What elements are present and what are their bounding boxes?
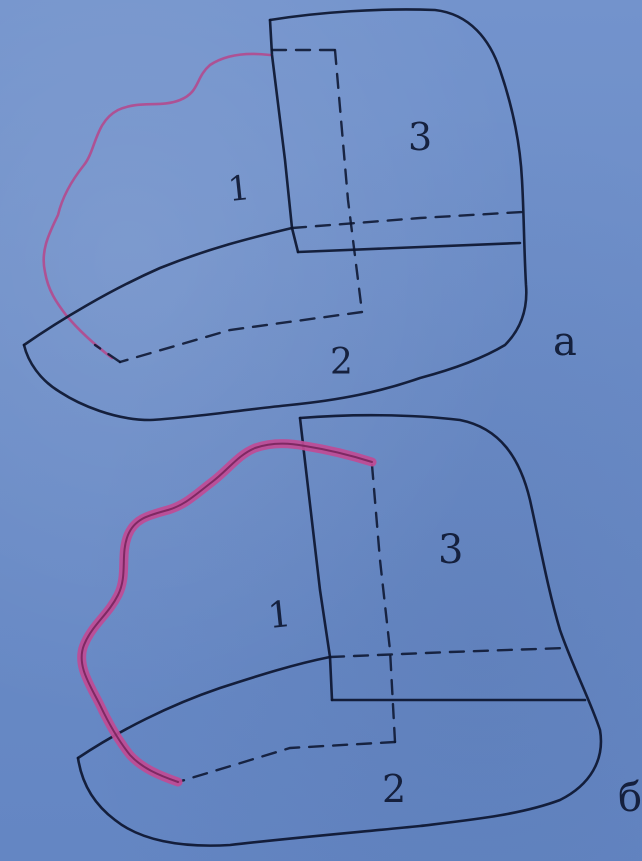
figure-b-dashed-bottom <box>178 742 395 782</box>
figure-a-region-3-label: 3 <box>408 118 432 156</box>
figure-a-dashed-rect-left <box>95 345 120 362</box>
figure-b <box>78 415 601 845</box>
figure-b-outer-boundary <box>78 415 601 845</box>
figure-b-region-1-label: 1 <box>266 597 293 635</box>
figure-b-highlighted-edge <box>82 444 372 782</box>
figure-b-panel-label: б <box>618 778 642 818</box>
figure-b-dashed-horizontal <box>330 648 565 657</box>
figure-a-dashed-rect-right <box>335 50 362 312</box>
figure-a-region2-left-edge <box>24 228 292 345</box>
figure-b-region-3-label: 3 <box>438 530 463 570</box>
figure-a-dashed-horizontal <box>292 212 522 228</box>
figure-a-panel-label: a <box>553 322 577 362</box>
figure-a-region-2-label: 2 <box>330 345 353 381</box>
figure-a-dashed-rect-bottom <box>120 312 362 362</box>
figure-b-region-2-label: 2 <box>382 770 406 808</box>
figure-a <box>24 9 526 420</box>
figure-a-region-1-label: 1 <box>226 171 251 207</box>
figure-a-region3-bottom-edge <box>298 243 520 252</box>
figure-a-region3-left-edge <box>270 20 298 252</box>
figure-b-highlighted-edge-core <box>82 444 372 782</box>
